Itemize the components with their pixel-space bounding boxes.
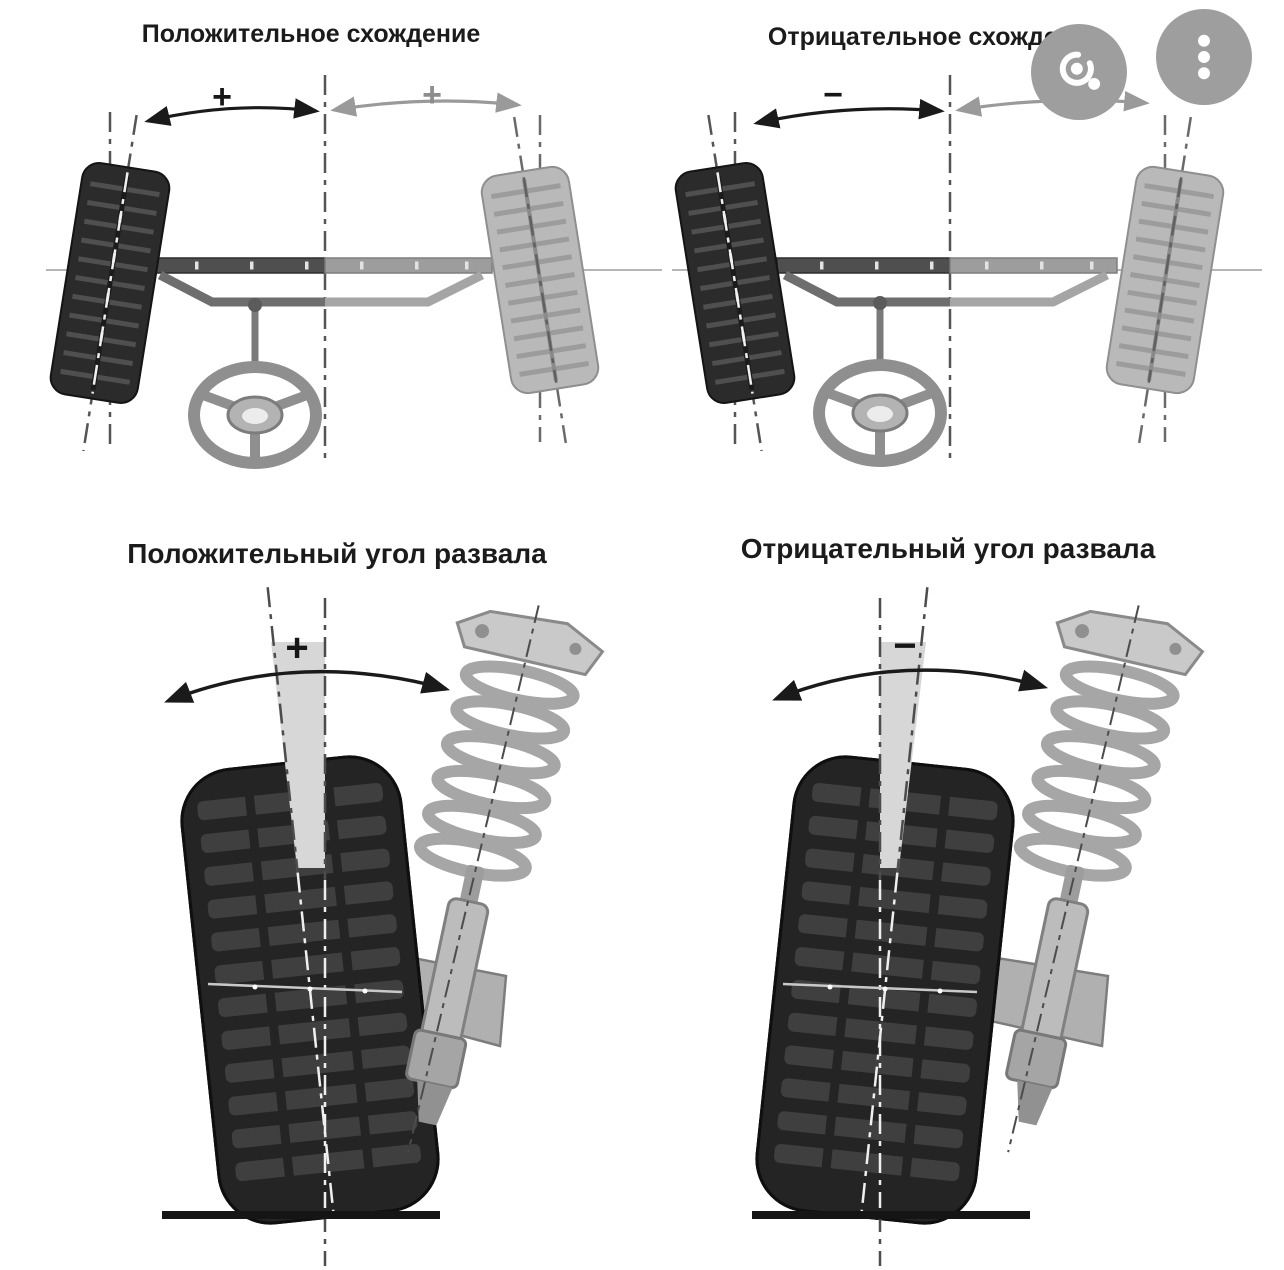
- toe-negative-sign-left: −: [823, 76, 843, 114]
- toe-negative-figure: − −: [665, 74, 1262, 461]
- toe-positive-figure: + +: [40, 75, 662, 463]
- right-front-wheel-top-view: [471, 116, 610, 444]
- three-dots-menu-icon: [1198, 34, 1210, 80]
- left-front-wheel-top-view: [665, 114, 805, 452]
- wheel-axis-line: [860, 587, 929, 1215]
- toe-positive-sign-right: +: [422, 76, 442, 114]
- hub-center-marks: [782, 982, 978, 994]
- camber-negative-sign: −: [893, 624, 916, 668]
- camber-angle-arc: [164, 669, 451, 703]
- camber-positive-title: Положительный угол развала: [127, 538, 547, 569]
- toe-arrow-right: [330, 92, 522, 117]
- toe-positive-sign-left: +: [212, 78, 232, 116]
- camber-positive-sign: +: [285, 626, 308, 670]
- ground-line: [752, 1211, 1030, 1219]
- camber-negative-title: Отрицательный угол развала: [740, 533, 1156, 564]
- camber-positive-figure: +: [162, 587, 609, 1266]
- steering-wheel: [819, 296, 941, 461]
- ground-line: [162, 1211, 440, 1219]
- left-front-wheel-top-view: [40, 114, 180, 452]
- steering-wheel: [194, 298, 316, 463]
- camber-angle-arc: [772, 668, 1049, 701]
- camber-negative-figure: −: [752, 587, 1209, 1266]
- toe-arrow-left: [753, 98, 945, 129]
- toe-arrow-left: [144, 98, 320, 126]
- lens-icon: [1059, 51, 1101, 90]
- wheel-axis-line: [266, 587, 335, 1215]
- more-options-button[interactable]: [1156, 9, 1252, 105]
- toe-positive-title: Положительное схождение: [141, 20, 481, 48]
- right-front-wheel-top-view: [1096, 116, 1235, 444]
- axle-assembly: [151, 257, 493, 307]
- image-search-lens-button[interactable]: [1031, 24, 1127, 120]
- hub-center-marks: [207, 982, 403, 994]
- axle-assembly: [776, 257, 1118, 307]
